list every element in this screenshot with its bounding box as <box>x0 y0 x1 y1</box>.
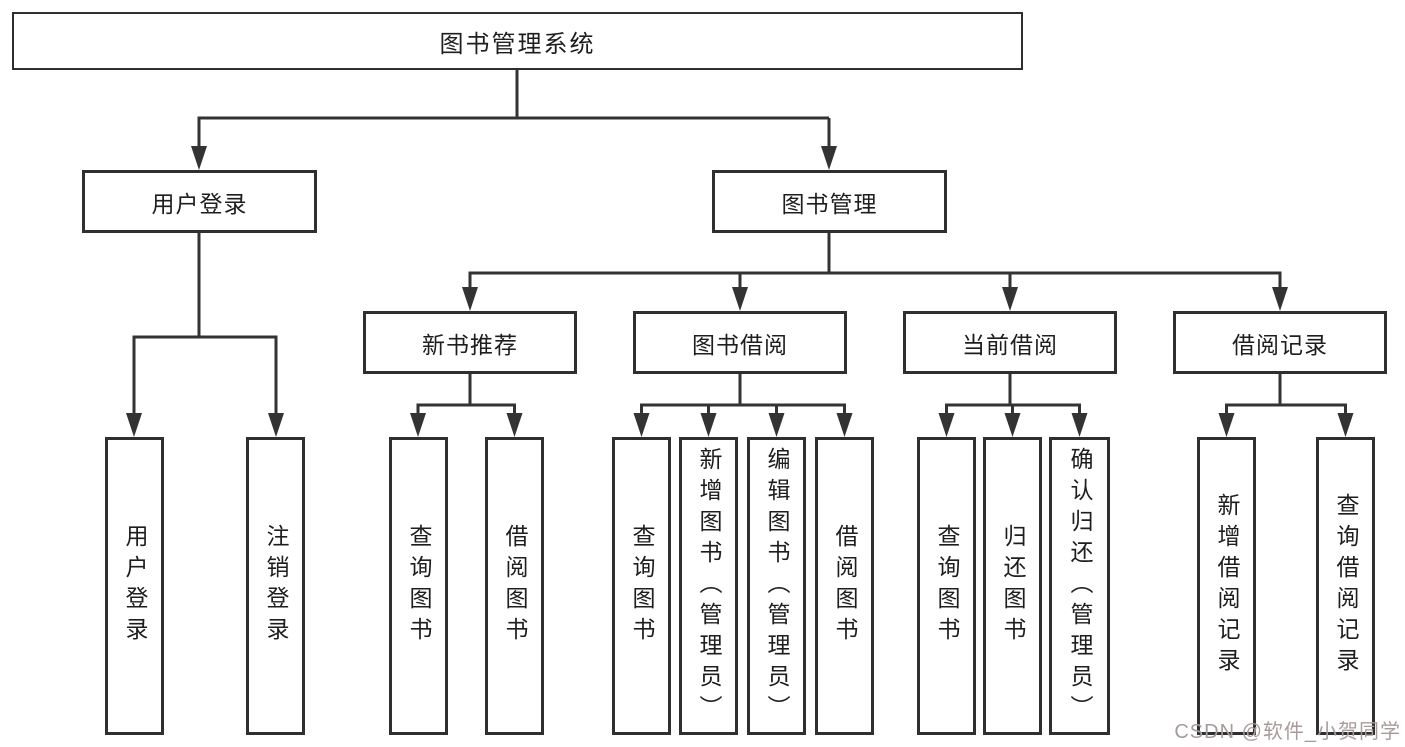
node-book-management: 图书管理 <box>712 170 947 233</box>
arrow-down-icon <box>1002 287 1018 311</box>
leaf-return-books-label: 归还图书 <box>1000 524 1026 648</box>
leaf-return-books: 归还图书 <box>983 437 1042 735</box>
leaf-query-books-borrowing: 查询图书 <box>612 437 671 735</box>
arrow-down-icon <box>836 413 853 437</box>
leaf-add-borrow-record-label: 新增借阅记录 <box>1214 493 1240 679</box>
leaf-query-books-borrowing-label: 查询图书 <box>629 524 655 648</box>
csdn-watermark: CSDN @软件_小贺同学 <box>1174 721 1401 743</box>
leaf-add-books-admin: 新增图书（管理员） <box>679 437 738 735</box>
arrow-down-icon <box>633 413 650 437</box>
edge-user-login-to-children <box>132 233 278 413</box>
arrow-down-icon <box>1272 287 1288 311</box>
arrow-down-icon <box>938 413 955 437</box>
node-new-book-recommendation: 新书推荐 <box>363 311 577 374</box>
arrow-down-icon <box>268 413 284 437</box>
edge-root-to-level1 <box>197 70 831 146</box>
leaf-query-books-recommend: 查询图书 <box>389 437 448 735</box>
arrow-down-icon <box>410 413 426 437</box>
node-borrowing-records: 借阅记录 <box>1173 311 1387 374</box>
edge-current-borrowing-to-children <box>945 374 1081 413</box>
leaf-confirm-return-admin-label: 确认归还（管理员） <box>1067 446 1093 726</box>
arrow-down-icon <box>191 146 207 170</box>
arrow-down-icon <box>1218 413 1235 437</box>
leaf-query-books-recommend-label: 查询图书 <box>406 524 432 648</box>
leaf-borrow-books: 借阅图书 <box>815 437 874 735</box>
node-book-borrowing: 图书借阅 <box>633 311 847 374</box>
arrow-down-icon <box>462 287 478 311</box>
arrow-down-icon <box>700 413 717 437</box>
node-current-borrowing: 当前借阅 <box>903 311 1117 374</box>
edge-new-book-recommendation-to-children <box>416 374 516 413</box>
edge-book-borrowing-to-children <box>640 374 846 413</box>
leaf-edit-books-admin-label: 编辑图书（管理员） <box>764 446 790 726</box>
arrow-down-icon <box>732 287 748 311</box>
leaf-user-login-label: 用户登录 <box>122 524 148 648</box>
leaf-borrow-books-recommend: 借阅图书 <box>485 437 544 735</box>
arrow-down-icon <box>1004 413 1021 437</box>
arrow-down-icon <box>1337 413 1354 437</box>
leaf-query-books-current-label: 查询图书 <box>934 524 960 648</box>
leaf-user-login: 用户登录 <box>105 437 164 735</box>
leaf-add-books-admin-label: 新增图书（管理员） <box>696 446 722 726</box>
leaf-borrow-books-recommend-label: 借阅图书 <box>502 524 528 648</box>
arrow-down-icon <box>821 146 837 170</box>
arrow-down-icon <box>1071 413 1088 437</box>
leaf-query-books-current: 查询图书 <box>917 437 976 735</box>
leaf-logout: 注销登录 <box>246 437 305 735</box>
leaf-confirm-return-admin: 确认归还（管理员） <box>1049 437 1110 735</box>
node-user-login: 用户登录 <box>82 170 317 233</box>
leaf-edit-books-admin: 编辑图书（管理员） <box>747 437 806 735</box>
arrow-down-icon <box>506 413 523 437</box>
edge-borrowing-records-to-children <box>1225 374 1347 413</box>
edge-book-management-to-sections <box>468 233 1282 287</box>
leaf-query-borrow-record-label: 查询借阅记录 <box>1333 493 1359 679</box>
leaf-borrow-books-label: 借阅图书 <box>832 524 858 648</box>
leaf-query-borrow-record: 查询借阅记录 <box>1316 437 1375 735</box>
arrow-down-icon <box>768 413 785 437</box>
node-library-management-system: 图书管理系统 <box>12 12 1023 70</box>
arrow-down-icon <box>126 413 142 437</box>
leaf-add-borrow-record: 新增借阅记录 <box>1197 437 1256 735</box>
leaf-logout-label: 注销登录 <box>263 524 289 648</box>
